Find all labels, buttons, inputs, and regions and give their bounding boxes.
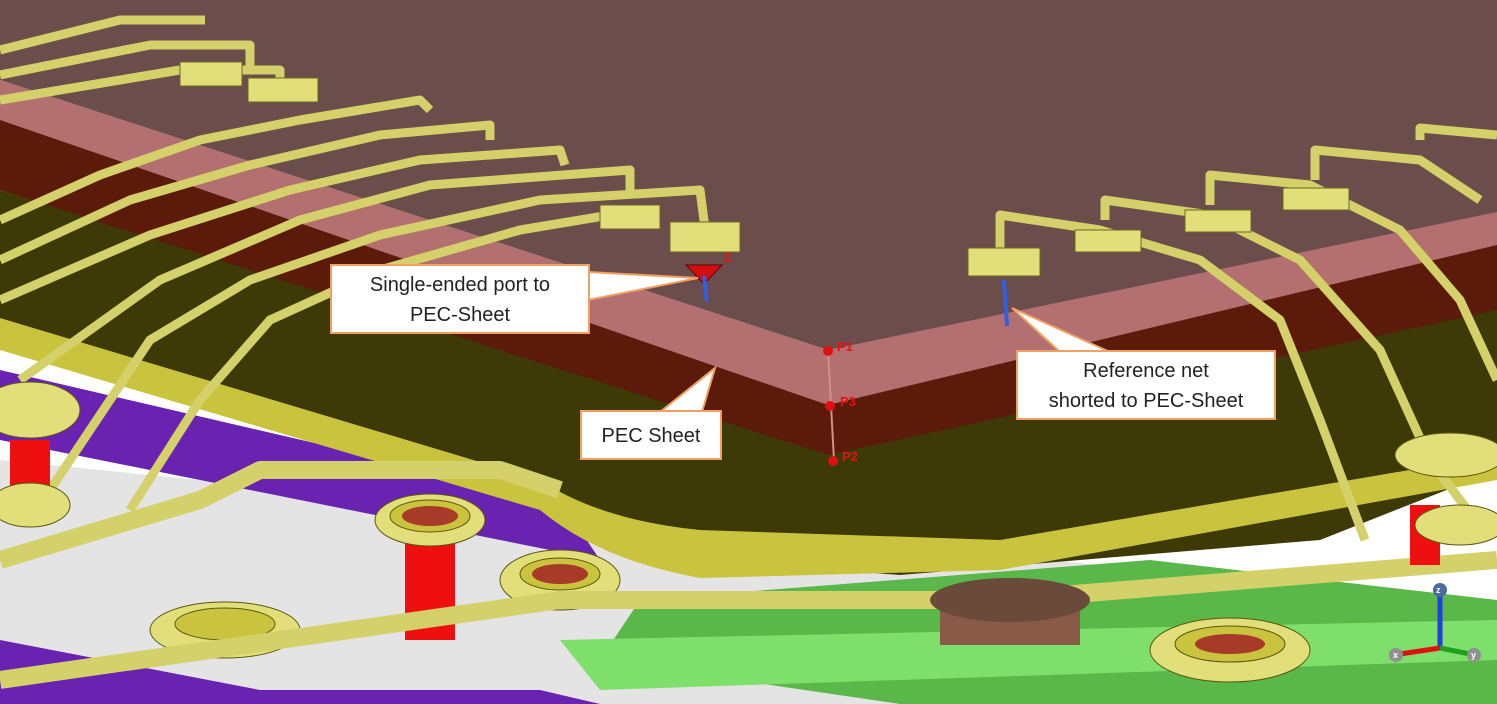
y-axis-label: y	[1471, 650, 1476, 660]
point-p3-label: P3	[840, 394, 856, 409]
y-axis-line	[1439, 645, 1471, 657]
port-cone-icon	[684, 264, 724, 285]
reference-callout-line1: Reference net	[1083, 360, 1209, 382]
x-axis-label: x	[1393, 650, 1398, 660]
point-p2-dot	[828, 456, 838, 466]
olive-board	[0, 190, 1497, 575]
port-wire	[702, 275, 709, 303]
right-vias	[930, 432, 1497, 683]
purple-strip-lower	[0, 640, 600, 704]
x-axis-cap	[1389, 648, 1403, 662]
point-p2-label: P2	[842, 449, 858, 464]
reference-callout-line2: shorted to PEC-Sheet	[1048, 390, 1244, 412]
pec-sheet-plane	[0, 0, 1497, 350]
left-traces	[0, 15, 710, 513]
point-p1-dot	[823, 346, 833, 356]
z-axis-cap	[1433, 583, 1447, 597]
axis-triad[interactable]: z x y	[1389, 583, 1481, 662]
port-callout-line1: Single-ended port to	[369, 274, 551, 296]
point-p3-dot	[825, 401, 835, 411]
pink-band	[0, 80, 1497, 405]
point-p1[interactable]: P1	[823, 339, 853, 356]
right-trace-pads	[967, 187, 1350, 277]
sheet-callout-line1: PEC Sheet	[601, 425, 701, 447]
x-axis-line	[1399, 645, 1441, 657]
reference-callout: Reference net shorted to PEC-Sheet	[1016, 350, 1276, 420]
port-marker[interactable]: 2	[684, 250, 731, 303]
z-axis-label: z	[1436, 585, 1441, 595]
sheet-callout: PEC Sheet	[580, 410, 722, 460]
port-callout: Single-ended port to PEC-Sheet	[330, 264, 590, 334]
point-p2[interactable]: P2	[828, 449, 858, 466]
lower-yellow-traces	[0, 461, 1497, 689]
y-axis-cap	[1467, 648, 1481, 662]
reference-short-wire	[1002, 279, 1009, 327]
left-trace-pads	[179, 61, 741, 253]
point-p3[interactable]: P3	[825, 394, 856, 411]
port-number-label: 2	[724, 250, 731, 265]
left-vias	[0, 381, 621, 659]
point-p1-label: P1	[837, 339, 853, 354]
port-callout-line2: PEC-Sheet	[409, 304, 511, 326]
